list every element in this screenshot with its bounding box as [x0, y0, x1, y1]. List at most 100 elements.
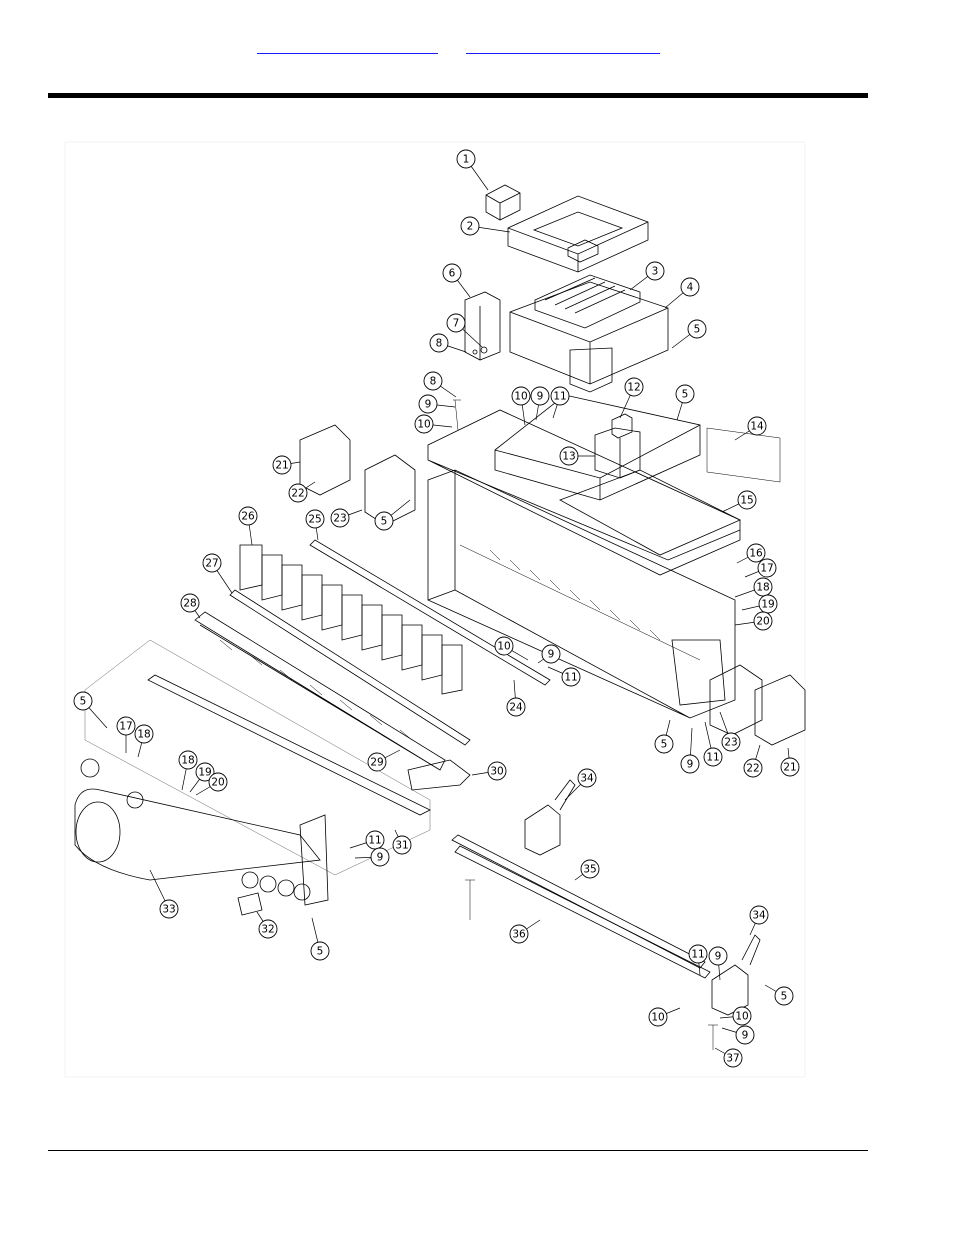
part-bottom-tray — [84, 639, 431, 876]
callout-10: 10 — [494, 636, 529, 661]
callout-circle — [530, 386, 550, 406]
callout-label: 21 — [275, 460, 288, 472]
callout-label: 10 — [417, 419, 430, 431]
callout-circle — [159, 899, 179, 919]
callout-circle — [195, 762, 215, 782]
callout-label: 9 — [425, 399, 432, 411]
callout-label: 5 — [661, 739, 668, 751]
header-link-left[interactable] — [257, 39, 438, 54]
part-deflector-strip — [229, 589, 471, 746]
callout-label: 21 — [783, 762, 796, 774]
callout-11: 11 — [547, 666, 581, 687]
callout-label: 11 — [706, 752, 719, 764]
callout-10: 10 — [648, 1007, 681, 1027]
callout-label: 23 — [333, 513, 346, 525]
callout-circle — [73, 691, 93, 711]
callout-label: 36 — [512, 929, 526, 941]
callout-label: 9 — [742, 1030, 749, 1042]
callout-20: 20 — [195, 772, 228, 796]
callout-14: 14 — [734, 416, 767, 441]
callout-label: 5 — [381, 516, 388, 528]
callout-label: 4 — [687, 282, 694, 294]
callout-circle — [559, 446, 579, 466]
callout-circle — [721, 732, 741, 752]
callout-label: 34 — [752, 910, 766, 922]
callout-25: 25 — [305, 509, 325, 541]
part-screen — [534, 274, 641, 329]
callout-10: 10 — [719, 1006, 752, 1026]
callout-circle — [305, 509, 325, 529]
callout-circle — [732, 1006, 752, 1026]
part-lower-bar — [454, 845, 711, 979]
callout-label: 25 — [308, 514, 321, 526]
callout-circle — [580, 859, 600, 879]
part-end-cap-left — [299, 424, 351, 496]
callout-label: 24 — [509, 702, 523, 714]
callout-circle — [541, 644, 561, 664]
callout-label: 2 — [467, 221, 474, 233]
callout-11: 11 — [349, 830, 385, 850]
callout-circle — [367, 752, 387, 772]
part-main-body — [427, 469, 736, 719]
callout-label: 20 — [211, 777, 224, 789]
callout-32: 32 — [256, 911, 278, 939]
callout-36: 36 — [509, 919, 541, 944]
part-end-plate-right — [709, 664, 763, 736]
top-rule — [48, 93, 868, 98]
callout-label: 6 — [449, 268, 456, 280]
part-end-plate-left — [364, 454, 416, 526]
callout-circle — [330, 508, 350, 528]
callout-circle — [506, 697, 526, 717]
callout-circle — [310, 941, 330, 961]
callout-22: 22 — [743, 744, 763, 778]
callout-34: 34 — [564, 768, 597, 801]
callout-label: 15 — [740, 495, 753, 507]
part-end-cap-right — [754, 674, 806, 746]
callout-24: 24 — [506, 679, 526, 717]
callout-circle — [577, 768, 597, 788]
callout-33: 33 — [149, 869, 179, 919]
callout-circle — [370, 847, 390, 867]
callout-18: 18 — [178, 750, 198, 791]
part-small-plate — [407, 759, 471, 791]
callout-16: 16 — [736, 543, 766, 564]
callout-label: 17 — [119, 721, 132, 733]
callout-label: 10 — [514, 391, 527, 403]
callout-circle — [743, 758, 763, 778]
callout-circle — [746, 543, 766, 563]
callout-label: 9 — [377, 852, 384, 864]
callout-label: 9 — [687, 759, 694, 771]
header-link-right[interactable] — [466, 39, 660, 54]
callout-2: 2 — [460, 216, 511, 236]
callout-label: 8 — [436, 338, 443, 350]
callout-circle — [735, 1025, 755, 1045]
callout-label: 23 — [724, 737, 737, 749]
callout-circle — [509, 924, 529, 944]
callout-circle — [180, 593, 200, 613]
callout-8: 8 — [423, 371, 457, 398]
callout-label: 34 — [580, 773, 594, 785]
callout-circle — [202, 553, 222, 573]
callout-6: 6 — [442, 263, 471, 298]
callout-28: 28 — [180, 593, 201, 619]
callout-circle — [134, 724, 154, 744]
callout-label: 33 — [162, 904, 175, 916]
callout-15: 15 — [721, 490, 757, 513]
callout-label: 9 — [715, 951, 722, 963]
callout-circle — [418, 394, 438, 414]
callout-circle — [442, 263, 462, 283]
callout-22: 22 — [288, 481, 316, 503]
callout-label: 1 — [463, 154, 470, 166]
callout-label: 31 — [395, 840, 408, 852]
callout-37: 37 — [714, 1047, 743, 1068]
callout-circle — [288, 483, 308, 503]
callout-11: 11 — [688, 944, 708, 976]
callout-circle — [238, 506, 258, 526]
part-top-plate — [427, 409, 741, 576]
callout-circle — [272, 455, 292, 475]
callout-circle — [688, 944, 708, 964]
callout-label: 28 — [183, 598, 196, 610]
callout-label: 9 — [537, 391, 544, 403]
callout-label: 12 — [627, 382, 640, 394]
part-bracket-lower — [711, 934, 761, 1016]
